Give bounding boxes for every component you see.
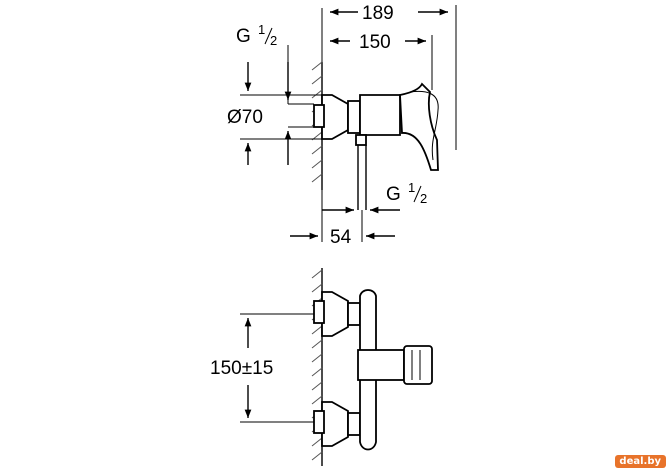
wall-hatch-bottom [311, 268, 323, 466]
thread-outlet-num: 1 [408, 180, 415, 195]
lever-handle [399, 82, 439, 171]
dim-outlet-offset: 54 [330, 227, 352, 248]
upper-connector [313, 300, 325, 324]
dim-lever-depth: 150 [359, 32, 391, 53]
thread-top-num: 1 [258, 22, 265, 37]
outlet-spout [355, 134, 367, 146]
lower-flange [321, 401, 349, 447]
flange [321, 94, 349, 140]
front-view: 150±15 [210, 268, 433, 466]
lever-cap [403, 345, 433, 385]
lower-nut [347, 412, 361, 436]
thread-outlet-den: 2 [420, 191, 427, 206]
dim-flange-diameter: Ø70 [227, 107, 263, 128]
upper-nut [347, 302, 361, 326]
side-view: 189 150 G 1 2 Ø70 G 1 2 54 [227, 3, 457, 248]
upper-flange [321, 291, 349, 337]
thread-top-label: G [236, 26, 251, 47]
lever-outline [409, 90, 439, 161]
lever-block [357, 349, 405, 381]
dim-overall-depth: 189 [362, 3, 394, 24]
dim-inlet-spacing: 150±15 [210, 358, 273, 379]
lower-connector [313, 410, 325, 434]
flange-connector [313, 104, 325, 128]
thread-outlet-label: G [386, 184, 401, 205]
watermark-badge: deal.by [615, 455, 666, 468]
thread-top-den: 2 [270, 33, 277, 48]
union-nut [347, 100, 361, 134]
valve-body [359, 94, 401, 136]
